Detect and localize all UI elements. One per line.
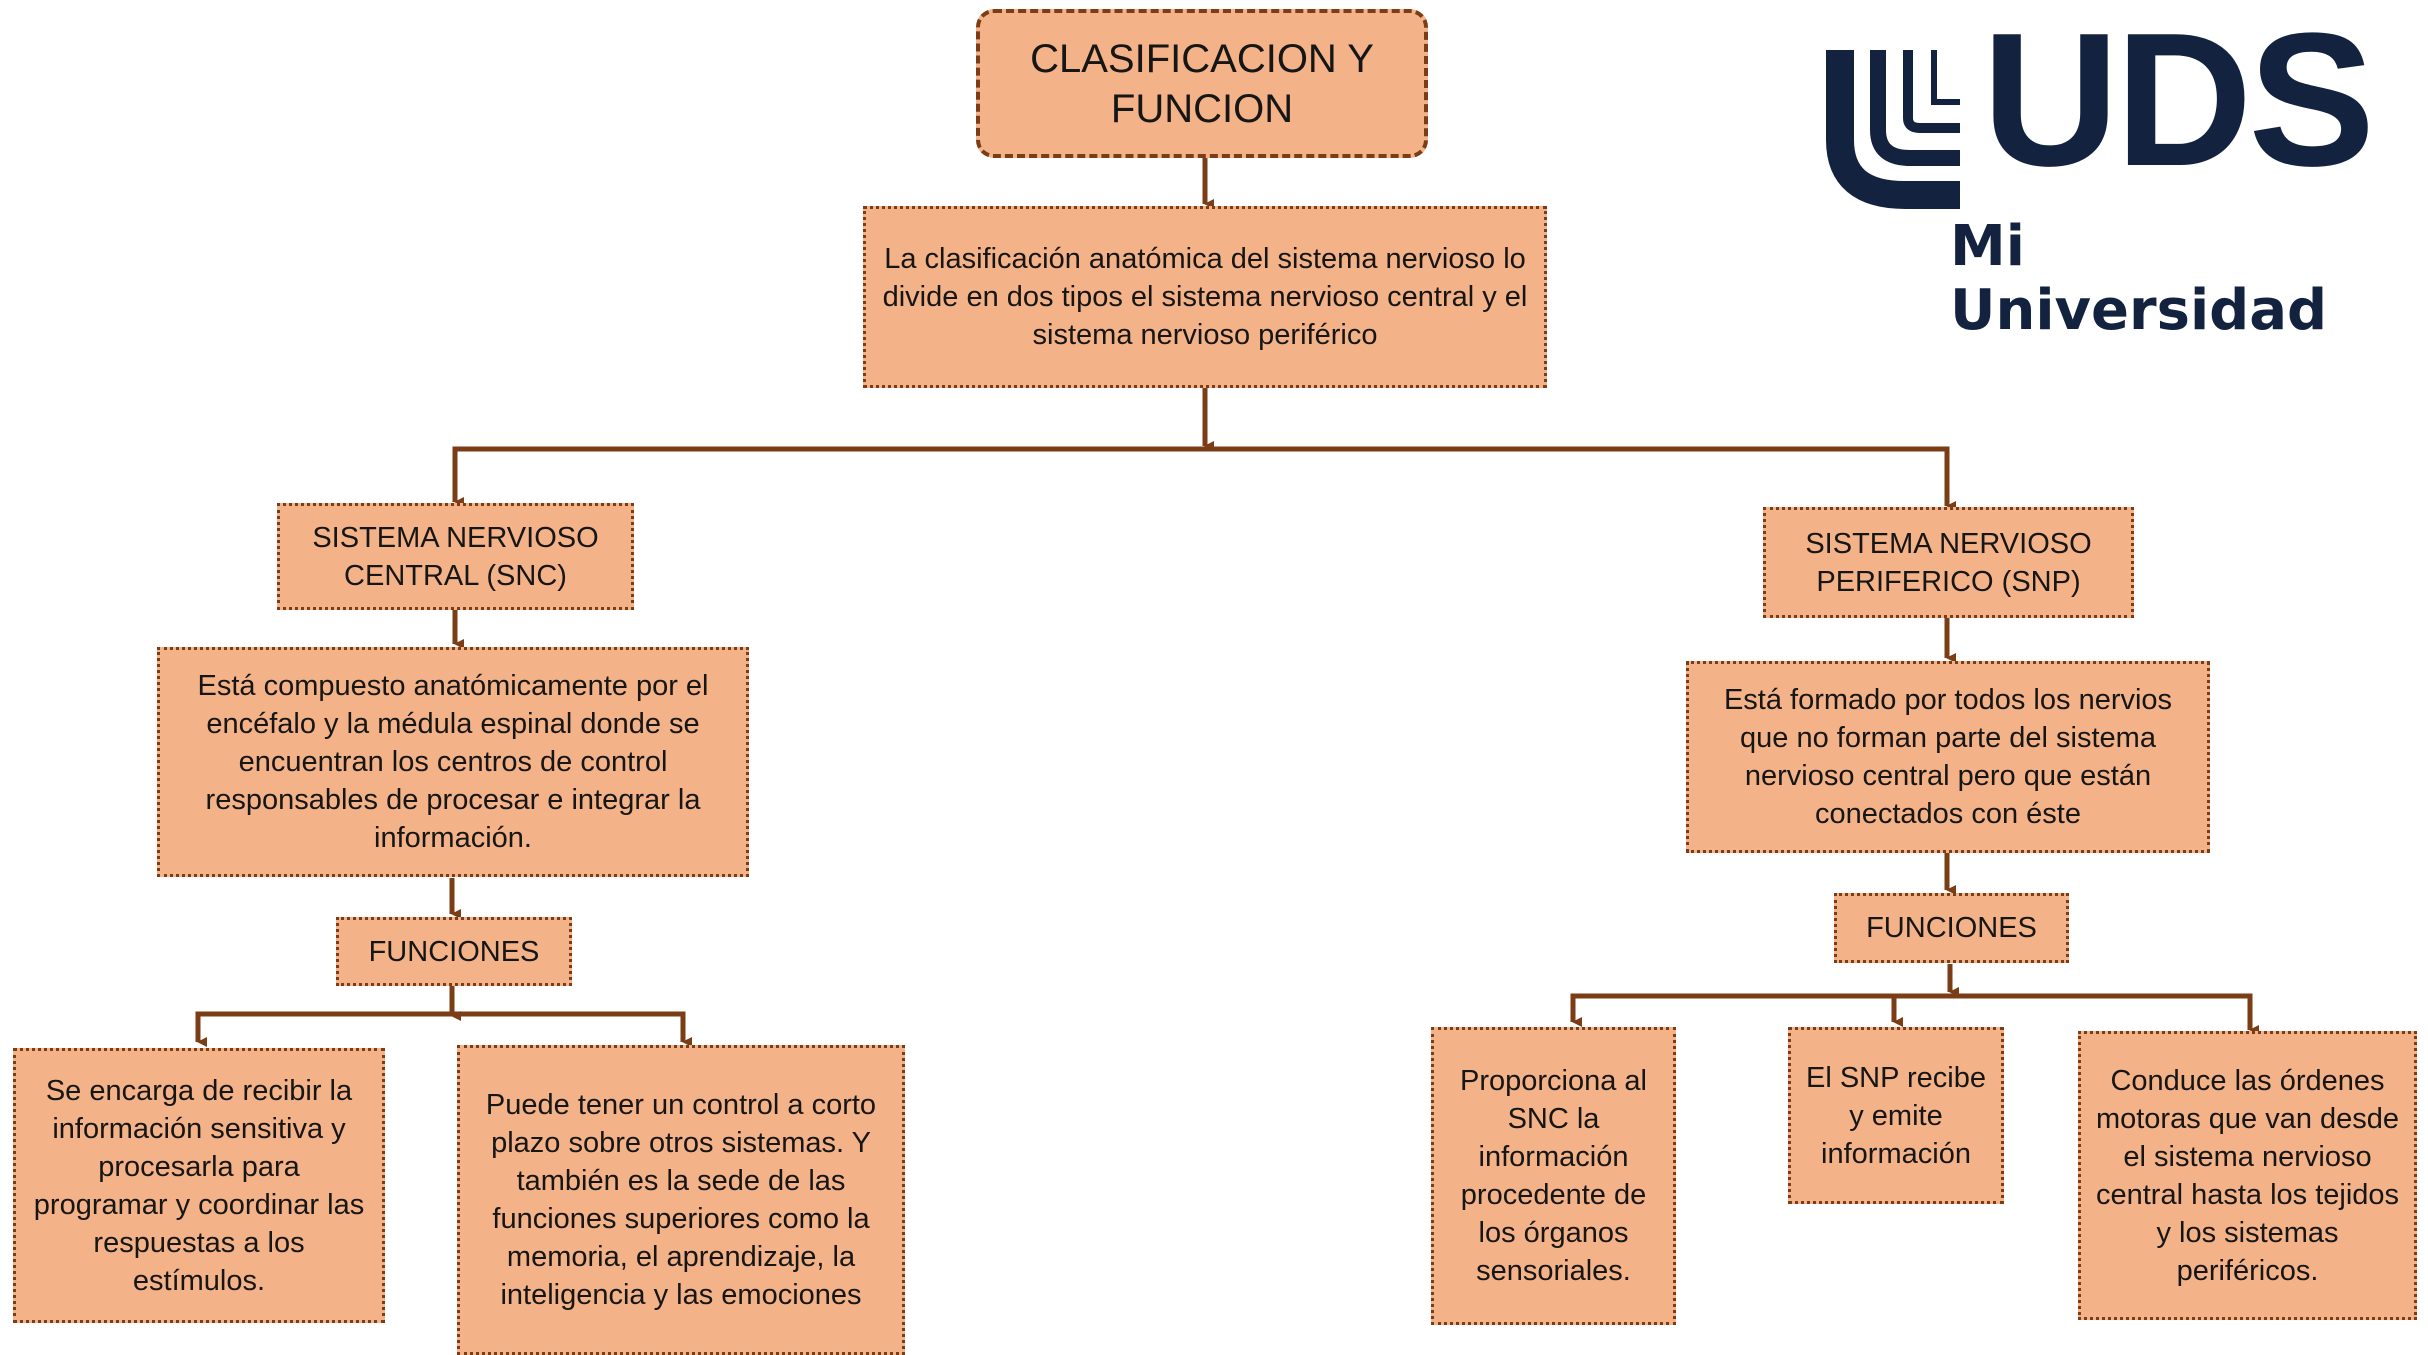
snp-function-box-1: Proporciona al SNC la información proced… [1431, 1027, 1676, 1325]
snp-description-text: Está formado por todos los nervios que n… [1723, 684, 2173, 830]
uds-emblem-icon [1826, 50, 1960, 209]
snc-function-text-1: Se encarga de recibir la información sen… [33, 1074, 365, 1297]
snc-description-text: Está compuesto anatómicamente por el enc… [197, 670, 709, 854]
snc-function-box-1: Se encarga de recibir la información sen… [13, 1048, 385, 1323]
snp-functions-label-box: FUNCIONES [1834, 893, 2069, 963]
snc-functions-label-box: FUNCIONES [336, 917, 572, 986]
snc-description-box: Está compuesto anatómicamente por el enc… [157, 647, 749, 877]
snp-functions-label: FUNCIONES [1866, 912, 2037, 944]
snp-functions-branch [1570, 993, 2253, 1018]
snc-functions-branch [195, 1011, 686, 1038]
snc-heading-text: SISTEMA NERVIOSO CENTRAL (SNC) [312, 521, 599, 592]
snp-heading-box: SISTEMA NERVIOSO PERIFERICO (SNP) [1763, 507, 2134, 618]
snp-function-text-3: Conduce las órdenes motoras que van desd… [2095, 1064, 2400, 1287]
logo-tagline: Mi Universidad [1950, 214, 2328, 343]
snp-heading-text: SISTEMA NERVIOSO PERIFERICO (SNP) [1805, 527, 2092, 598]
snp-description-box: Está formado por todos los nervios que n… [1686, 661, 2210, 853]
title-box: CLASIFICACION Y FUNCION [976, 9, 1428, 158]
uds-logo: UDS Mi Universidad [1800, 0, 2420, 343]
snp-function-box-2: El SNP recibe y emite información [1788, 1027, 2004, 1204]
snc-heading-box: SISTEMA NERVIOSO CENTRAL (SNC) [277, 503, 634, 610]
logo-wordmark: UDS [1982, 0, 2375, 206]
snc-function-box-2: Puede tener un control a corto plazo sob… [457, 1045, 905, 1355]
snc-functions-label: FUNCIONES [368, 935, 540, 968]
snp-function-box-3: Conduce las órdenes motoras que van desd… [2078, 1031, 2417, 1320]
snc-function-text-2: Puede tener un control a corto plazo sob… [485, 1089, 877, 1311]
title-text: CLASIFICACION Y FUNCION [1030, 36, 1374, 131]
intro-box: La clasificación anatómica del sistema n… [863, 206, 1547, 388]
intro-text: La clasificación anatómica del sistema n… [882, 243, 1528, 351]
snp-function-text-2: El SNP recibe y emite información [1806, 1061, 1986, 1170]
branch-line [452, 446, 1950, 504]
snp-function-text-1: Proporciona al SNC la información proced… [1460, 1065, 1647, 1287]
